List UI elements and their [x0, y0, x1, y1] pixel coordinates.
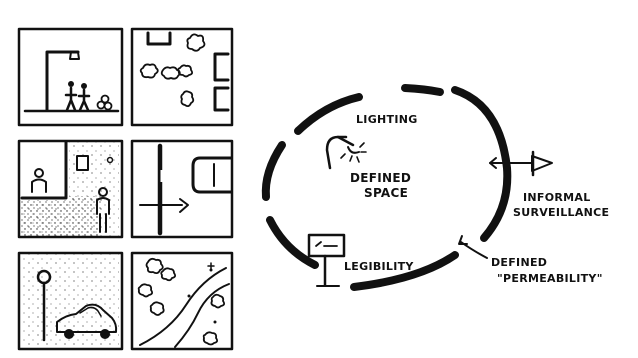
center-label-line2: SPACE	[364, 186, 408, 200]
pedestrians-icon	[66, 81, 89, 110]
car-icon	[193, 158, 231, 192]
permeability-label-line2: "PERMEABILITY"	[497, 272, 603, 285]
panel-doorway-person	[19, 141, 122, 237]
panel-street-lamp-pedestrians	[19, 29, 122, 125]
street-lamp-icon	[47, 52, 79, 110]
panel-road-with-car	[132, 141, 232, 237]
legibility-label: LEGIBILITY	[344, 260, 414, 273]
ring-segment-top	[298, 97, 359, 131]
tree-icon	[139, 259, 224, 345]
ring-segment-top-right	[405, 88, 440, 92]
ring-segment-left	[266, 145, 282, 197]
permeability-label-line1: DEFINED	[491, 256, 547, 269]
lighting-label: LIGHTING	[356, 113, 418, 126]
panel-lamp-car-night	[19, 253, 122, 349]
surveillance-label-line2: SURVEILLANCE	[513, 206, 609, 219]
bin-icon	[98, 96, 112, 110]
panel-site-plan-trees	[132, 29, 232, 125]
surveillance-eye-icon	[490, 152, 552, 175]
panel-path-through-trees	[132, 253, 232, 349]
surveillance-label-line1: INFORMAL	[523, 191, 591, 204]
center-label-line1: DEFINED	[350, 171, 411, 185]
panel-grid	[19, 29, 232, 349]
defined-space-cycle: LIGHTING DEFINED SPACE INFORMAL SURVEILL…	[266, 88, 610, 287]
lamp-icon	[327, 137, 366, 168]
